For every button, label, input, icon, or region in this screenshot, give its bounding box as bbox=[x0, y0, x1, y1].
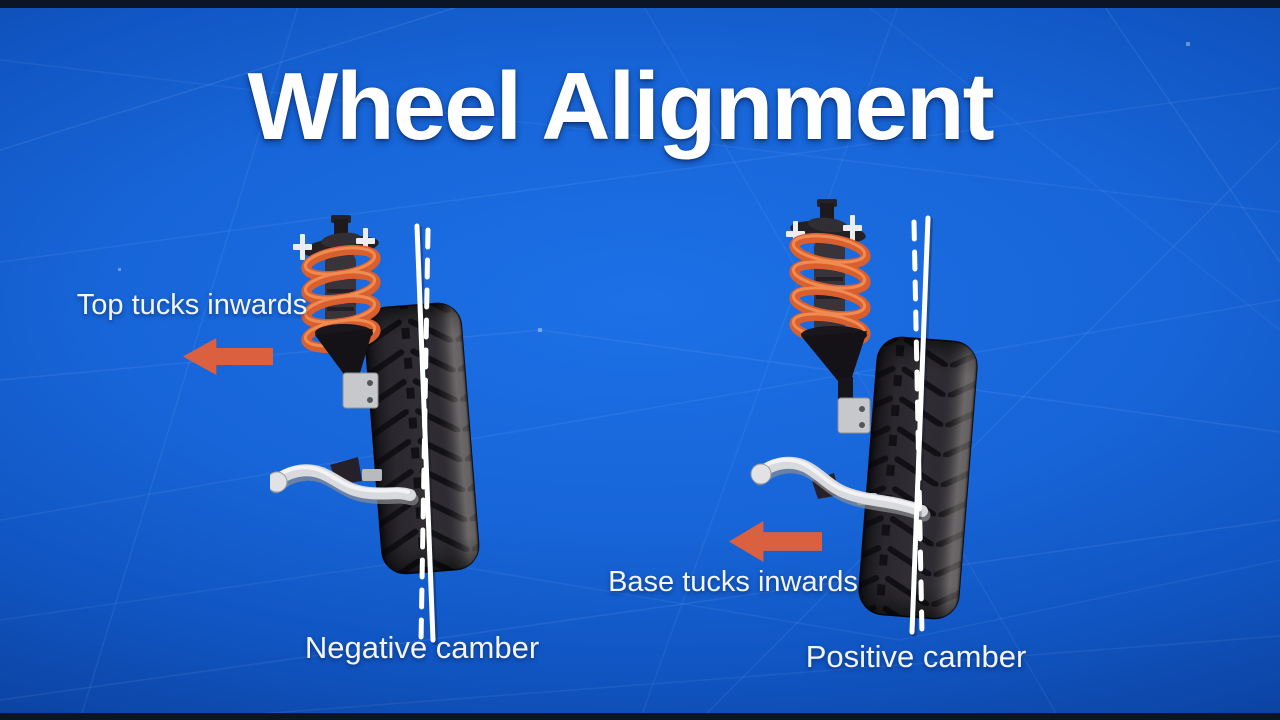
vertical-reference-line-dashed bbox=[911, 219, 925, 637]
steering-knuckle-bracket bbox=[837, 397, 871, 434]
annotation-base-tucks-inwards: Base tucks inwards bbox=[608, 566, 858, 598]
caption-positive-camber: Positive camber bbox=[805, 639, 1027, 674]
lower-control-arm bbox=[750, 456, 931, 522]
negative-camber-illustration bbox=[270, 215, 480, 645]
camber-lines bbox=[414, 223, 438, 645]
page-title: Wheel Alignment bbox=[247, 53, 994, 160]
coil-spring bbox=[301, 244, 381, 354]
positive-camber-illustration bbox=[750, 199, 978, 637]
suspension-strut bbox=[293, 215, 381, 409]
wheel-axis-line-solid bbox=[909, 215, 931, 635]
steering-knuckle-bracket bbox=[342, 372, 379, 409]
vertical-reference-line-dashed bbox=[418, 227, 431, 645]
caption-negative-camber: Negative camber bbox=[304, 630, 540, 665]
letterbox-bar-bottom bbox=[0, 713, 1280, 720]
annotation-top-tucks-inwards: Top tucks inwards bbox=[76, 289, 308, 321]
tire-negative-camber bbox=[363, 302, 480, 575]
lower-control-arm bbox=[270, 457, 419, 506]
letterbox-bar-top bbox=[0, 0, 1280, 8]
wheel-axis-line-solid bbox=[414, 223, 436, 643]
camber-lines bbox=[909, 215, 933, 637]
strut-mount-bolt-icon bbox=[293, 228, 375, 260]
suspension-strut bbox=[786, 199, 871, 434]
